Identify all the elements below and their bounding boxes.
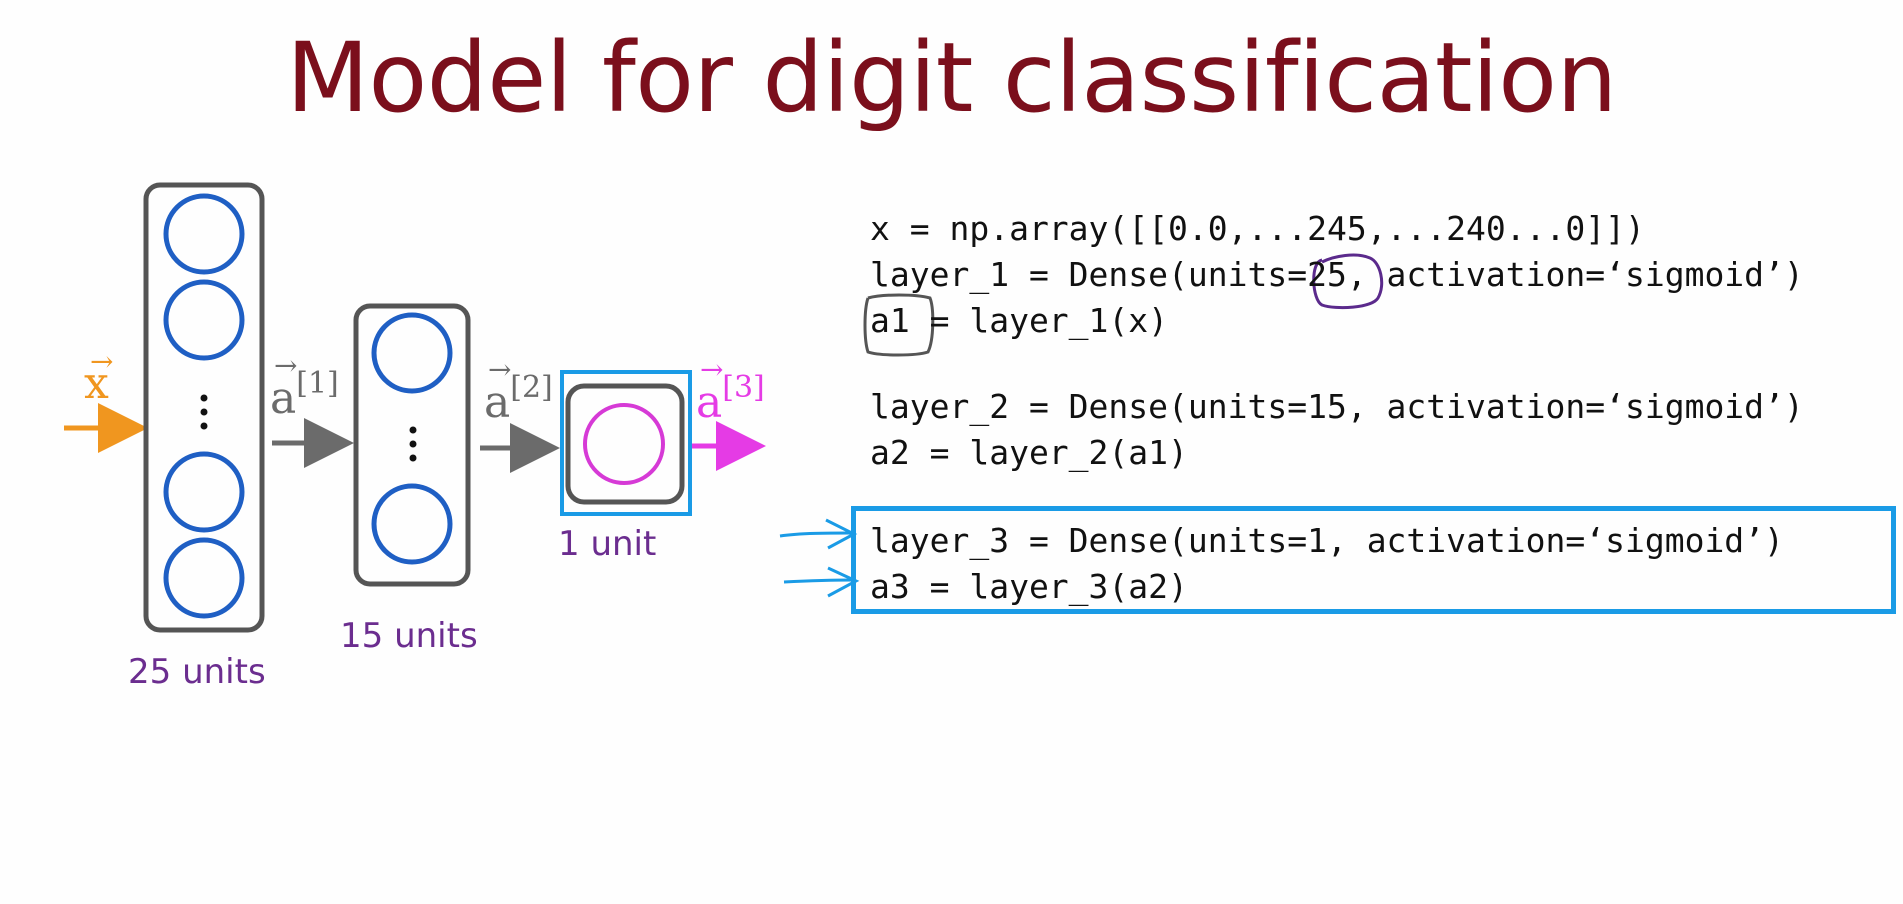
layer-2-ellipsis-dot	[409, 440, 417, 448]
layer-2-ellipsis-dot	[409, 454, 417, 462]
output-neuron	[583, 403, 665, 485]
annotation-arrow-2	[783, 578, 855, 584]
annotation-circle-25	[1312, 253, 1384, 310]
layer-2-neuron	[371, 312, 453, 394]
layer-1-neuron	[163, 279, 245, 361]
layer-1-ellipsis-dot	[200, 408, 208, 416]
code-line: layer_1 = Dense(units=25, activation=‘si…	[870, 255, 1804, 294]
layer-3-box	[565, 383, 685, 505]
code-line: layer_2 = Dense(units=15, activation=‘si…	[870, 387, 1804, 426]
layer-3-code-highlight	[851, 506, 1896, 614]
layer-1-units-label: 25 units	[128, 652, 266, 692]
input-label: → x	[84, 345, 114, 409]
layer-2-neuron	[371, 483, 453, 565]
page-title: Model for digit classification	[286, 22, 1617, 134]
activation-2-label: → a[2]	[484, 353, 553, 428]
layer-2-units-label: 15 units	[340, 616, 478, 656]
code-line: layer_3 = Dense(units=1, activation=‘sig…	[870, 521, 1784, 560]
layer-1-neuron	[163, 451, 245, 533]
annotation-arrowhead-2	[827, 566, 860, 598]
layer-3-highlight-box	[560, 370, 692, 516]
layer-1-ellipsis-dot	[200, 422, 208, 430]
layer-1-box	[143, 182, 265, 633]
code-line: a1 = layer_1(x)	[870, 301, 1169, 340]
code-line: x = np.array([[0.0,...245,...240...0]])	[870, 209, 1645, 248]
annotation-box-a1	[863, 293, 935, 357]
activation-3-label: → a[3]	[696, 353, 765, 428]
code-line: a3 = layer_3(a2)	[870, 567, 1188, 606]
activation-1-label: → a[1]	[270, 349, 339, 424]
layer-1-ellipsis-dot	[200, 394, 208, 402]
annotation-arrow-1	[779, 531, 853, 538]
layer-1-neuron	[163, 193, 245, 275]
layer-1-neuron	[163, 537, 245, 619]
code-line: a2 = layer_2(a1)	[870, 433, 1188, 472]
layer-2-ellipsis-dot	[409, 426, 417, 434]
layer-3-units-label: 1 unit	[558, 524, 657, 564]
layer-2-box	[353, 303, 471, 587]
